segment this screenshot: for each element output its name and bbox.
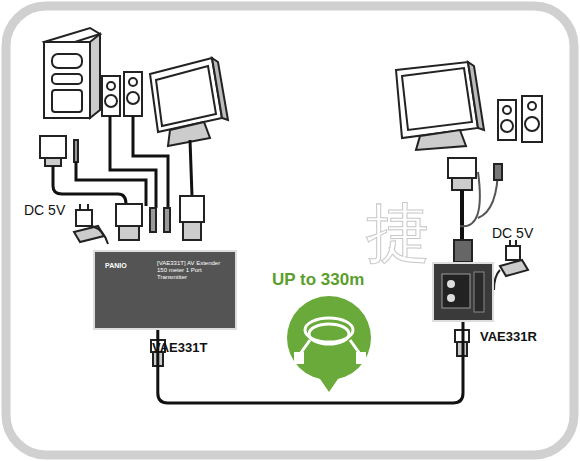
device-name: VAE331T	[152, 340, 207, 355]
pc-tower	[44, 28, 100, 118]
cable-badge	[287, 296, 371, 392]
monitor	[150, 58, 228, 146]
av-cables	[448, 158, 502, 262]
distance-label: UP to 330m	[272, 270, 364, 290]
model-description: [VAE331T] AV Extender 150 meter 1 Port T…	[157, 260, 231, 281]
power-adapter	[74, 204, 108, 244]
network-cable	[158, 322, 463, 403]
power-adapter	[494, 240, 528, 290]
watermark: 捷	[366, 190, 430, 277]
tv	[396, 62, 484, 150]
device-name: VAE331R	[480, 329, 537, 344]
av-cables	[53, 116, 192, 208]
speakers	[102, 72, 142, 116]
power-label: DC 5V	[492, 225, 533, 241]
receiver-face	[434, 264, 492, 320]
transmitter-box: PANIO [VAE331T] AV Extender 150 meter 1 P…	[93, 250, 237, 330]
brand-label: PANIO	[105, 262, 127, 269]
vga-plug	[40, 136, 78, 166]
power-label: DC 5V	[24, 202, 65, 218]
speakers	[498, 96, 542, 142]
receiver-box: VAE331R	[432, 262, 494, 322]
frame	[6, 6, 574, 455]
vga-plug	[116, 196, 204, 240]
